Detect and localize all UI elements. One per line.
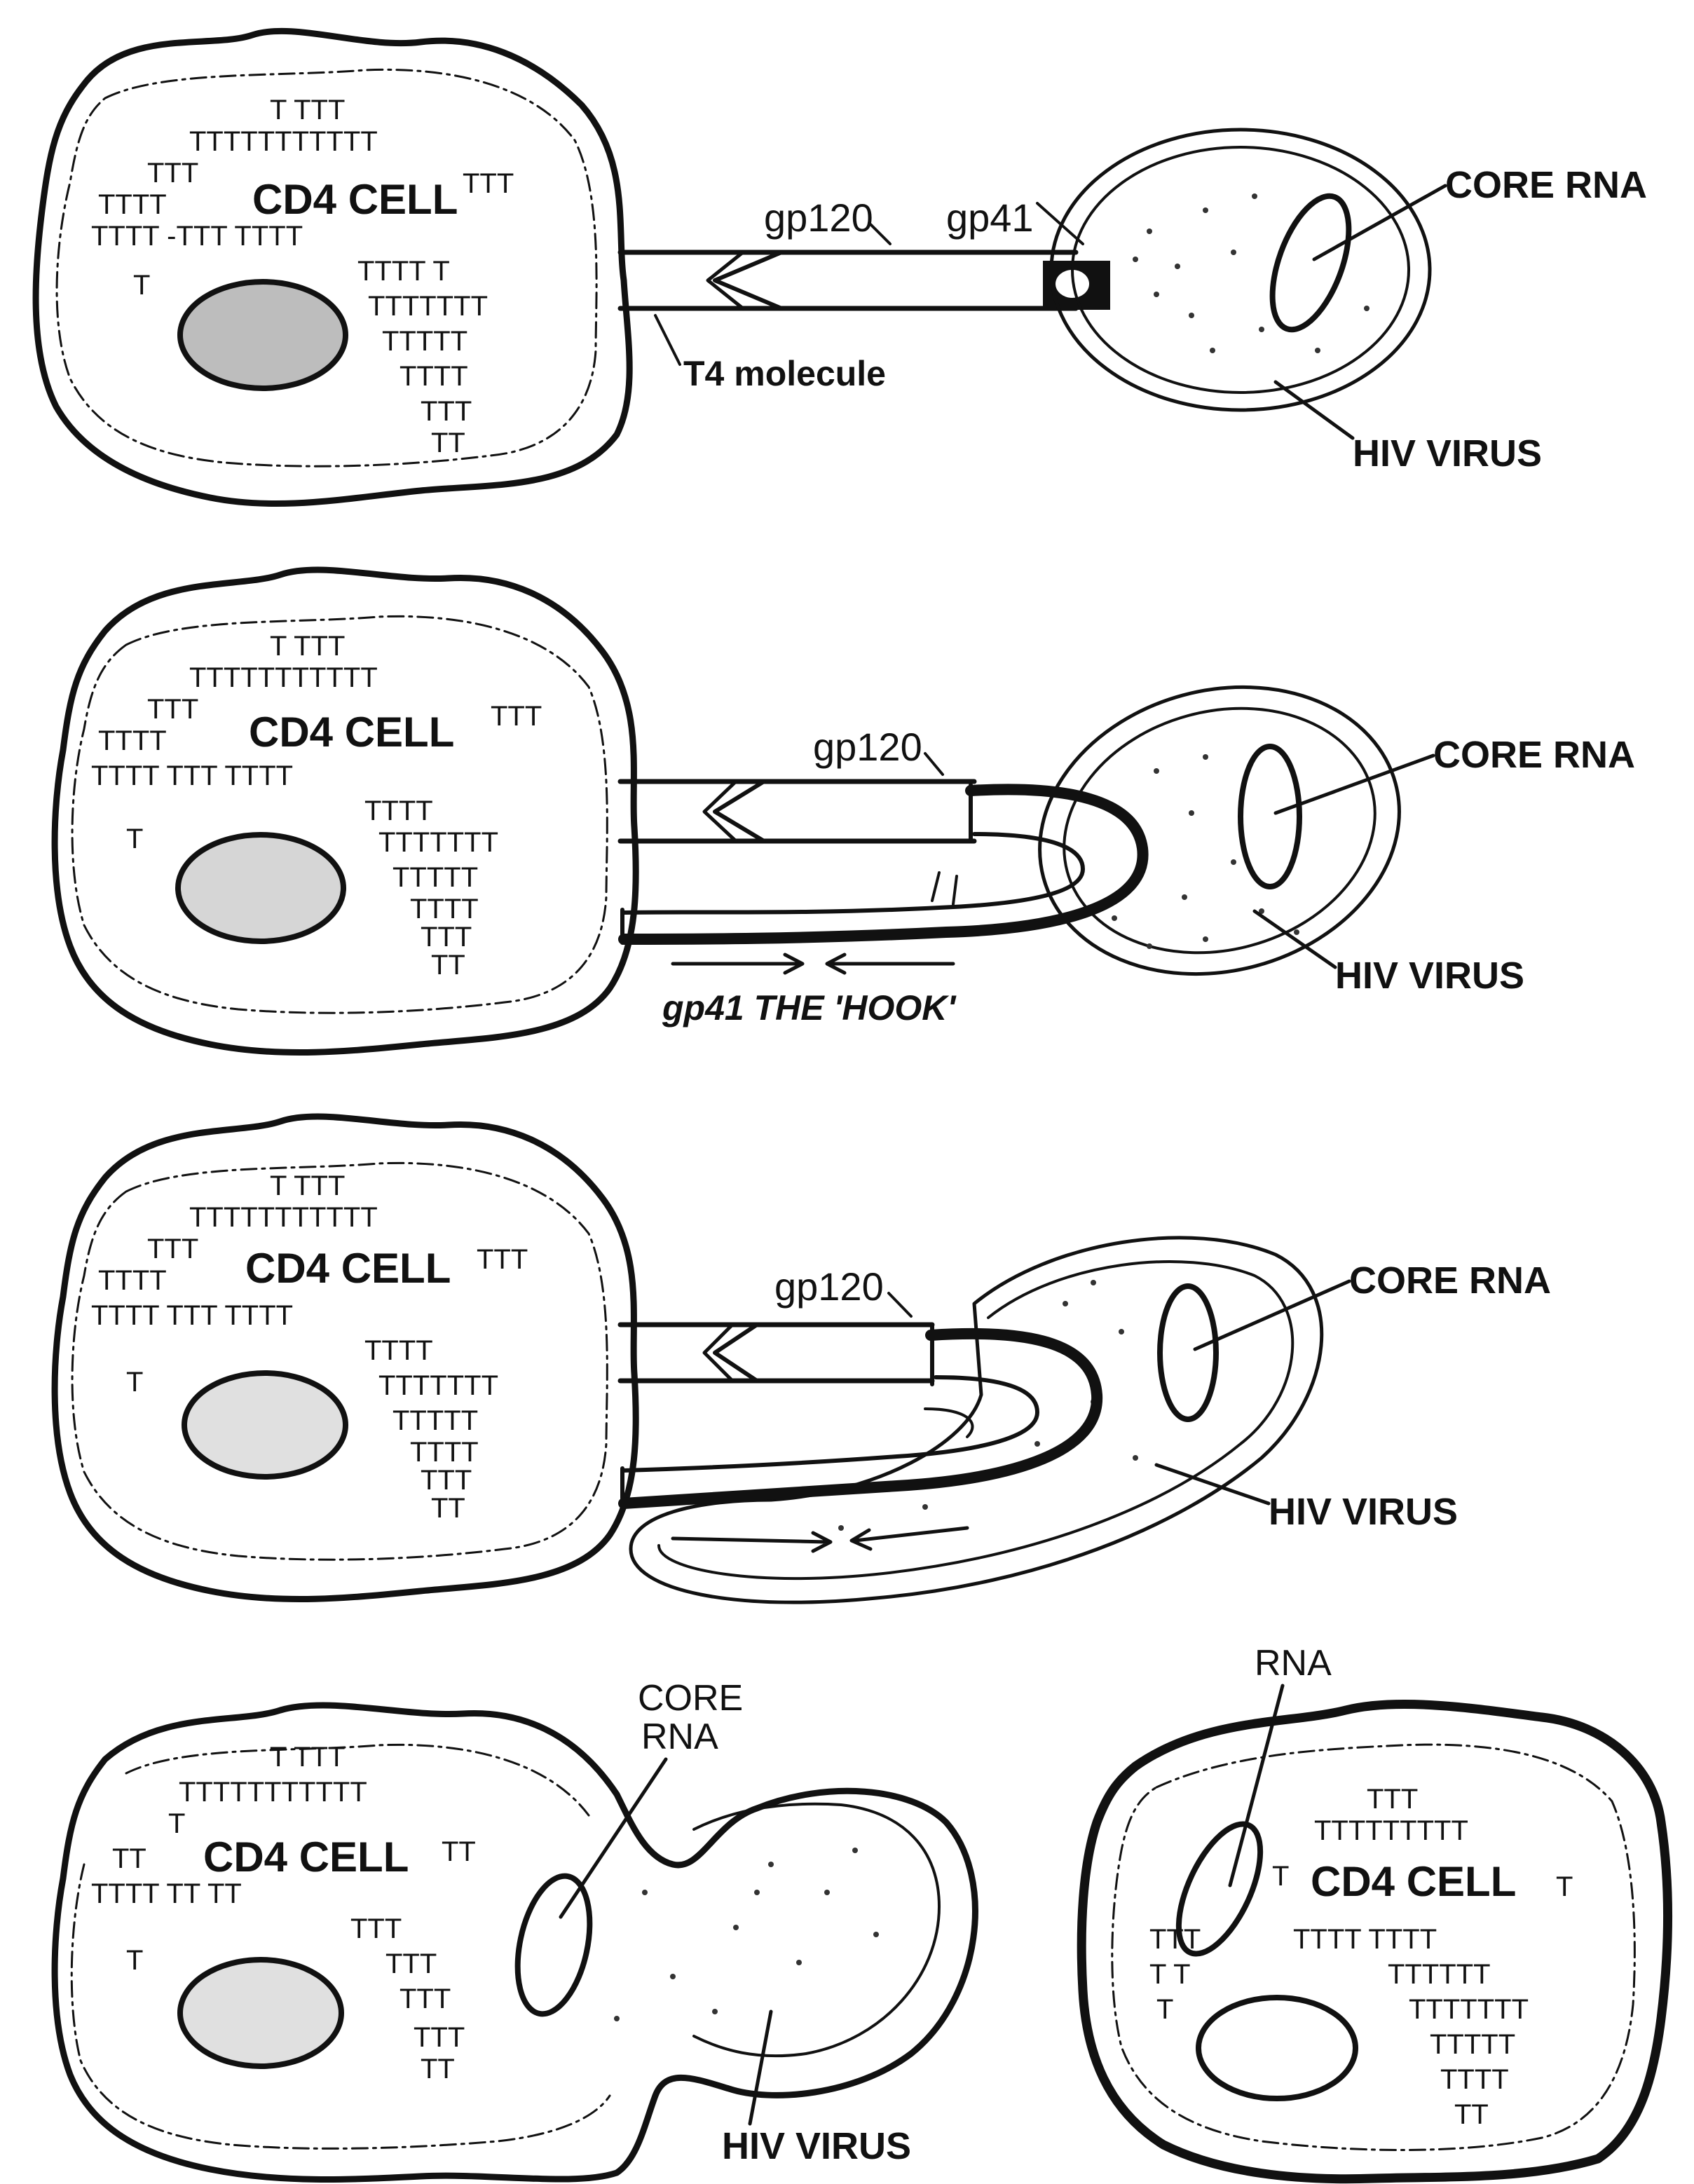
t4-molecule: [620, 1325, 932, 1381]
core-rna-capsule: [1257, 186, 1365, 340]
hiv-virus-pointer: [750, 2012, 771, 2124]
core-rna-label-line1: CORE: [638, 1678, 743, 1719]
core-rna-capsule: [1241, 746, 1299, 887]
cd4-cell-label: CD4 CELL: [1311, 1858, 1516, 1905]
virus-stipple: [838, 1280, 1194, 1531]
t4-molecule: [620, 782, 974, 841]
gp41-hook-inner: [624, 834, 1083, 913]
hiv-virus-2: CORE RNA HIV VIRUS: [1007, 648, 1635, 1013]
core-rna-capsule: [1160, 1286, 1216, 1419]
gp41-pointer: [1037, 203, 1083, 244]
hiv-virus-label: HIV VIRUS: [722, 2125, 911, 2167]
gp120-label: gp120: [764, 196, 873, 240]
gp120-label: gp120: [813, 725, 922, 769]
cell-nucleus: [178, 835, 343, 941]
core-rna-pointer: [1195, 1281, 1349, 1349]
hiv-virus-membrane: [1072, 147, 1409, 393]
core-rna-label: CORE RNA: [1445, 164, 1647, 206]
gp120-label: gp120: [774, 1264, 884, 1309]
hiv-virus-envelope: [631, 1238, 1322, 1602]
gp41-hook: [622, 1325, 1097, 1507]
hiv-virus-membrane: [1037, 675, 1403, 987]
virus-stipple: [614, 1848, 879, 2021]
panel-4-fusion: CD4 CELL T TTT TTTTTTTTTTT TTT TT TTTT T…: [55, 1678, 975, 2179]
gp120-pointer: [889, 1293, 911, 1316]
core-rna-pointer: [1276, 756, 1433, 813]
cell-nucleus: [184, 1373, 346, 1477]
hiv-virus-label: HIV VIRUS: [1269, 1491, 1458, 1533]
fused-cell-virus: CD4 CELL T TTT TTTTTTTTTTT TTT TT TTTT T…: [55, 1705, 975, 2179]
t4-molecule: [620, 252, 1110, 310]
cd4-cell-label: CD4 CELL: [249, 709, 454, 756]
virus-inner-membrane: [694, 1804, 939, 2056]
cd4-cell-label: CD4 CELL: [252, 176, 458, 223]
gp41-hook-label: gp41 THE 'HOOK': [662, 988, 957, 1028]
core-rna-capsule: [506, 1869, 601, 2021]
gp120-binding-notch: [715, 252, 781, 308]
core-rna-label: CORE RNA: [1433, 734, 1635, 776]
hook-arrows: [673, 955, 953, 973]
cd4-cell-label: CD4 CELL: [203, 1834, 409, 1881]
cell-nucleus: [1198, 1998, 1355, 2098]
cell-nucleus: [180, 1960, 341, 2066]
cell-nucleus: [180, 282, 346, 388]
gp41-label: gp41: [946, 196, 1034, 240]
gp120-pointer: [925, 753, 943, 774]
core-rna-pointer: [561, 1759, 666, 1917]
hiv-virus-pointer: [1156, 1465, 1269, 1503]
t4-molecule-label: T4 molecule: [683, 354, 886, 393]
cd4-cell-label: CD4 CELL: [245, 1245, 451, 1292]
hiv-virus-label: HIV VIRUS: [1335, 955, 1524, 997]
fusion-arrows: [673, 1528, 967, 1551]
t4-molecule-pointer: [655, 315, 680, 364]
gp41-hook-inner: [624, 1377, 1037, 1470]
hiv-virus-label: HIV VIRUS: [1353, 432, 1542, 475]
core-rna-label: CORE RNA: [1349, 1260, 1551, 1302]
gp41-hook-outer: [624, 1334, 1097, 1503]
core-rna-label-line2: RNA: [641, 1717, 718, 1757]
rna-label: RNA: [1255, 1643, 1332, 1684]
hiv-virus-1: CORE RNA HIV VIRUS: [1051, 130, 1647, 475]
